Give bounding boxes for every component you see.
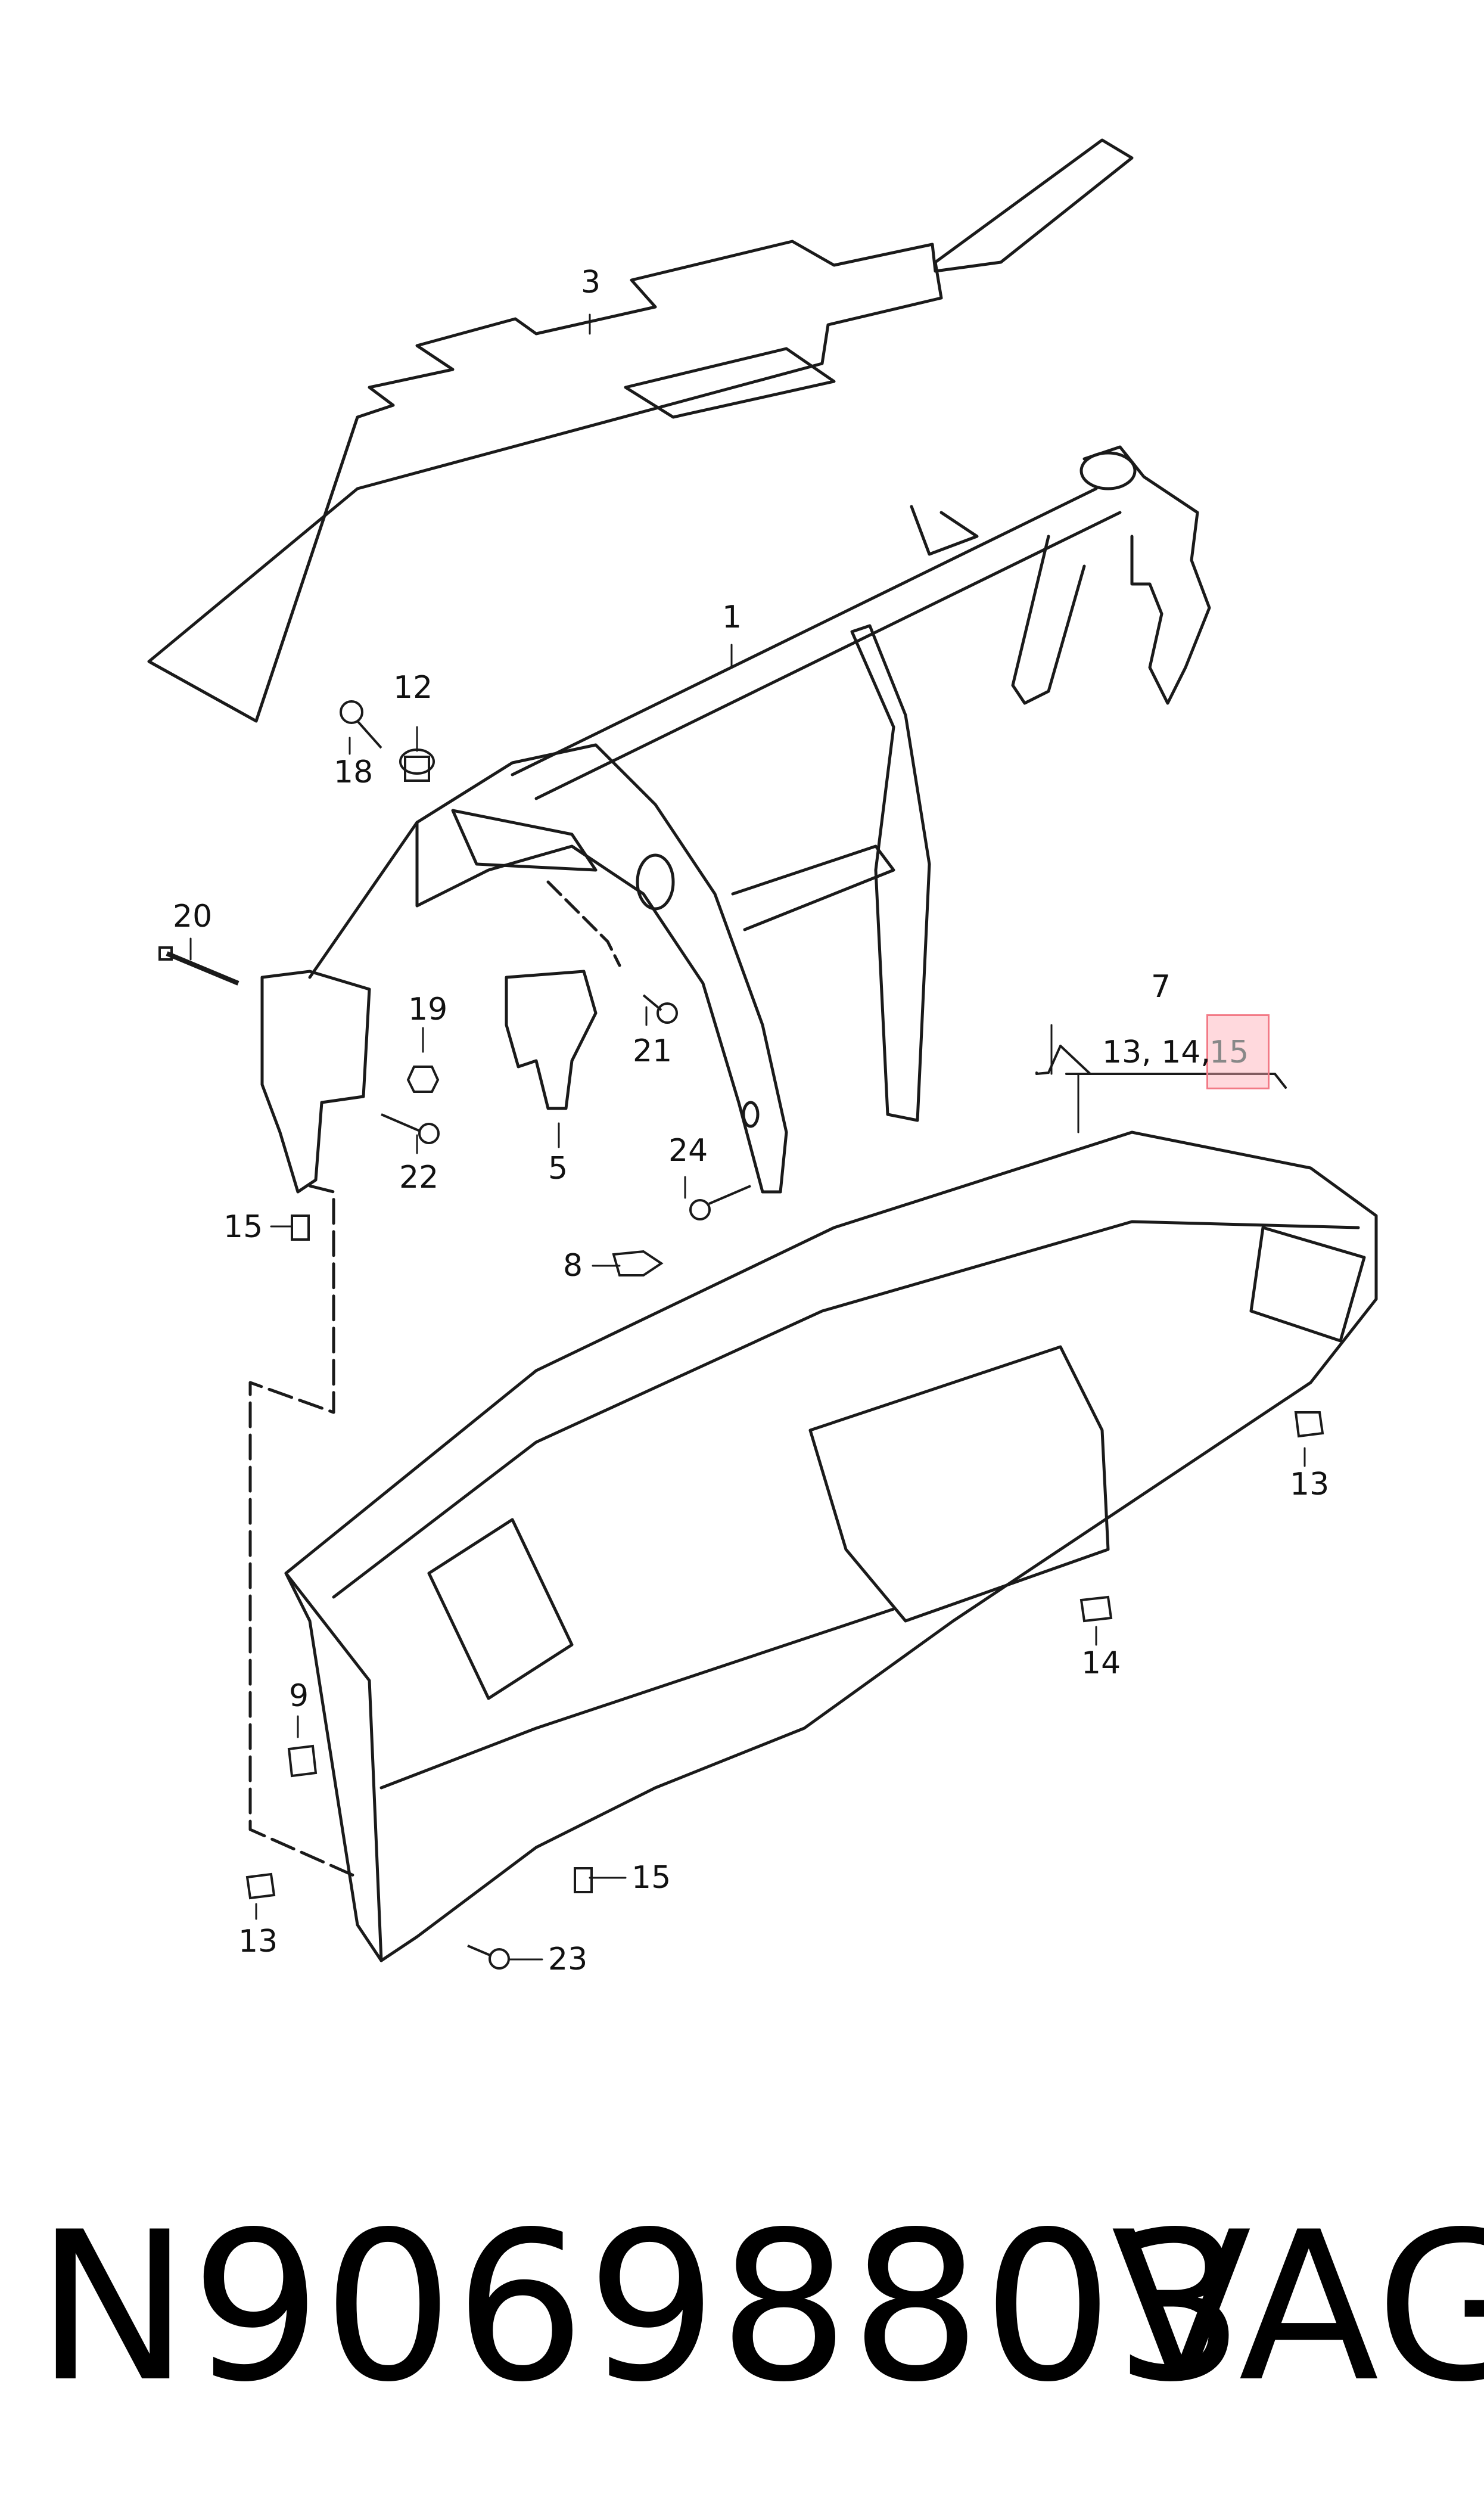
beam-hole-2 [742, 1101, 760, 1128]
part-23-screw [467, 1945, 510, 1970]
dashboard-lower [379, 1607, 895, 1790]
dashboard-glovebox [808, 1345, 1110, 1623]
callout-7-sublist-15: 15 [1209, 1035, 1249, 1070]
beam-tube-bottom [534, 511, 1122, 800]
beam-hole-1 [636, 853, 675, 911]
callout-19: 19 [408, 992, 448, 1027]
part-13-clip-right [1294, 1411, 1324, 1438]
part-22-screw [381, 1113, 440, 1144]
callout-5: 5 [548, 1151, 568, 1186]
part-3-edge [147, 415, 359, 723]
part-19-nut [406, 1066, 440, 1093]
callout-13-right: 13 [1290, 1467, 1330, 1502]
part-20-bolt [158, 946, 239, 986]
leader-dashed-2 [546, 880, 621, 967]
part-number: N90698803 [36, 2188, 1247, 2427]
beam-tube-top [511, 487, 1098, 776]
beam-bracket-detail [451, 809, 598, 872]
callout-15-bottom: 15 [631, 1860, 671, 1896]
part-8-clip [612, 1250, 664, 1276]
callout-22: 22 [399, 1160, 439, 1195]
callout-24: 24 [668, 1133, 708, 1169]
part-12-grommet [399, 748, 435, 782]
part-3-window [624, 347, 836, 419]
callout-23: 23 [548, 1942, 588, 1977]
beam-tube-end [1079, 451, 1137, 490]
part-21-screw [642, 994, 678, 1024]
part-14-clip [1079, 1595, 1113, 1623]
beam-center-arm [731, 844, 895, 931]
callout-18: 18 [334, 754, 374, 790]
dashboard-left-end [284, 1571, 383, 1962]
dashboard-inner-1 [332, 1220, 1360, 1599]
highlight-box [1206, 1014, 1270, 1089]
part-3-panel [147, 138, 1134, 723]
brand-label: VAG [1111, 2188, 1484, 2427]
callout-8: 8 [563, 1248, 583, 1284]
beam-center-leg [850, 624, 931, 1122]
callout-7-sublist: 13, 14, [1102, 1035, 1211, 1070]
leader-dashed-1 [248, 1184, 359, 1879]
callout-20: 20 [173, 899, 213, 934]
beam-upper-strut [910, 505, 979, 556]
beam-right-strut [1011, 535, 1086, 705]
dashboard-vents [1249, 1226, 1366, 1343]
callout-9: 9 [289, 1678, 309, 1714]
part-15-clip-bottom [574, 1867, 593, 1893]
beam-left-frame [415, 743, 788, 1194]
callout-7: 7 [1151, 969, 1171, 1005]
part-18-screw [340, 700, 382, 749]
beam-left-mount [260, 970, 371, 1194]
callout-21: 21 [633, 1033, 673, 1069]
beam-right-bracket [1082, 445, 1211, 705]
dashboard-top [284, 1130, 1378, 1962]
beam-left-arm [308, 821, 419, 979]
part-24-screw [689, 1185, 751, 1220]
part-13-clip-left [245, 1872, 276, 1900]
callout-1: 1 [722, 600, 742, 635]
callout-15-left: 15 [223, 1209, 263, 1245]
dashboard-instrument-pocket [427, 1518, 574, 1700]
part-9-clip [287, 1744, 318, 1778]
callout-14: 14 [1081, 1645, 1121, 1681]
part-5-bracket [505, 970, 598, 1110]
part-15-clip-left [291, 1215, 310, 1241]
exploded-parts-diagram [147, 138, 1378, 1970]
callout-13-left: 13 [238, 1924, 278, 1959]
callout-12: 12 [393, 670, 433, 706]
callout-3: 3 [581, 265, 601, 300]
